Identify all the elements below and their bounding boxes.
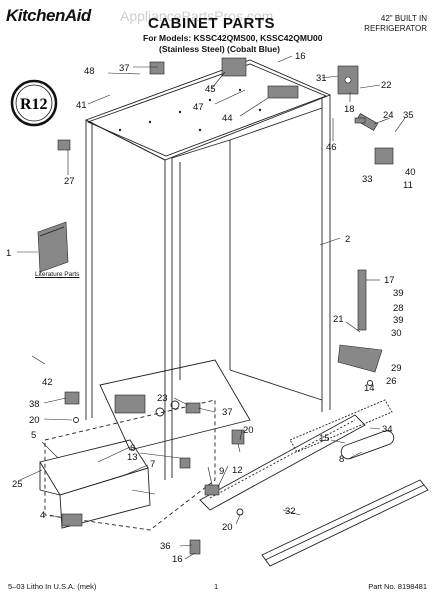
footer-part-number: Part No. 8198481	[368, 582, 427, 591]
callout-2: 2	[345, 234, 350, 245]
callout-9: 9	[219, 466, 224, 477]
roller-assembly	[340, 430, 395, 460]
product-line-1: 42" BUILT IN	[380, 14, 427, 23]
callout-20-left: 20	[29, 415, 40, 426]
callout-36: 36	[160, 541, 171, 552]
kickplate	[261, 479, 429, 567]
callout-20-center: 20	[243, 425, 254, 436]
footer-page-number: 1	[214, 582, 219, 591]
callout-26: 26	[386, 376, 397, 387]
page-title: CABINET PARTS	[148, 15, 276, 32]
badge-text: R12	[20, 96, 48, 113]
callout-6: 6	[130, 443, 135, 454]
callout-30: 30	[391, 328, 402, 339]
model-list: For Models: KSSC42QMS00, KSSC42QMU00 (St…	[143, 33, 323, 55]
callout-29: 29	[391, 363, 402, 374]
leader-lines	[17, 55, 406, 560]
callout-39-lower: 39	[393, 315, 404, 326]
callout-4: 4	[40, 510, 45, 521]
r12-badge: R12	[10, 79, 58, 127]
callout-48: 48	[84, 66, 95, 77]
callout-44: 44	[222, 113, 233, 124]
callout-40: 40	[405, 167, 416, 178]
literature-book	[37, 221, 69, 273]
callout-24: 24	[383, 110, 394, 121]
cabinet-shell	[84, 59, 332, 480]
product-type: 42" BUILT IN REFRIGERATOR	[364, 14, 427, 34]
callout-14: 14	[364, 383, 375, 394]
callout-5: 5	[31, 430, 36, 441]
callout-47: 47	[193, 102, 204, 113]
callout-32: 32	[285, 506, 296, 517]
callout-38: 38	[29, 399, 40, 410]
callout-31: 31	[316, 73, 327, 84]
callout-46: 46	[326, 142, 337, 153]
product-line-2: REFRIGERATOR	[364, 24, 427, 33]
callout-11: 11	[403, 180, 413, 191]
literature-parts-label: Literature Parts	[35, 271, 80, 278]
base-assembly	[39, 359, 251, 531]
callout-labels: 1 2 4 5 6 7 8 9 11 12 13 14 15 16 16 17 …	[6, 51, 416, 565]
models-line: For Models: KSSC42QMS00, KSSC42QMU00	[143, 33, 323, 43]
callout-1: 1	[6, 248, 11, 259]
callout-23: 23	[157, 393, 168, 404]
callout-45: 45	[205, 84, 216, 95]
bottom-hinge	[337, 269, 383, 373]
callout-16-top: 16	[295, 51, 306, 62]
models-finish-line: (Stainless Steel) (Cobalt Blue)	[159, 44, 280, 54]
evaporator-coil	[289, 399, 393, 453]
callout-16-bottom: 16	[172, 554, 183, 565]
brand-logo: KitchenAid	[6, 6, 91, 25]
watermark: AppliancePartsPros.com	[120, 8, 274, 24]
callout-41: 41	[76, 100, 87, 111]
callout-7: 7	[150, 459, 155, 470]
callout-18: 18	[344, 104, 355, 115]
callout-35: 35	[403, 110, 414, 121]
callout-34: 34	[382, 424, 393, 435]
footer-litho: 5–03 Litho In U.S.A. (mek)	[8, 582, 97, 591]
callout-42: 42	[42, 377, 53, 388]
callout-27: 27	[64, 176, 75, 187]
top-brackets	[57, 57, 299, 151]
callout-28: 28	[393, 303, 404, 314]
callout-21: 21	[333, 314, 344, 325]
callout-33: 33	[362, 174, 373, 185]
callout-37-top: 37	[119, 63, 130, 74]
callout-12: 12	[232, 465, 243, 476]
callout-25: 25	[12, 479, 23, 490]
callout-17: 17	[384, 275, 395, 286]
callout-20-bottom: 20	[222, 522, 233, 533]
callout-15: 15	[319, 433, 330, 444]
toe-grille	[199, 414, 366, 511]
small-hardware	[61, 117, 373, 555]
callout-13: 13	[127, 452, 138, 463]
callout-8: 8	[339, 454, 344, 465]
callout-22: 22	[381, 80, 392, 91]
callout-37-center: 37	[222, 407, 233, 418]
callout-39-upper: 39	[393, 288, 404, 299]
